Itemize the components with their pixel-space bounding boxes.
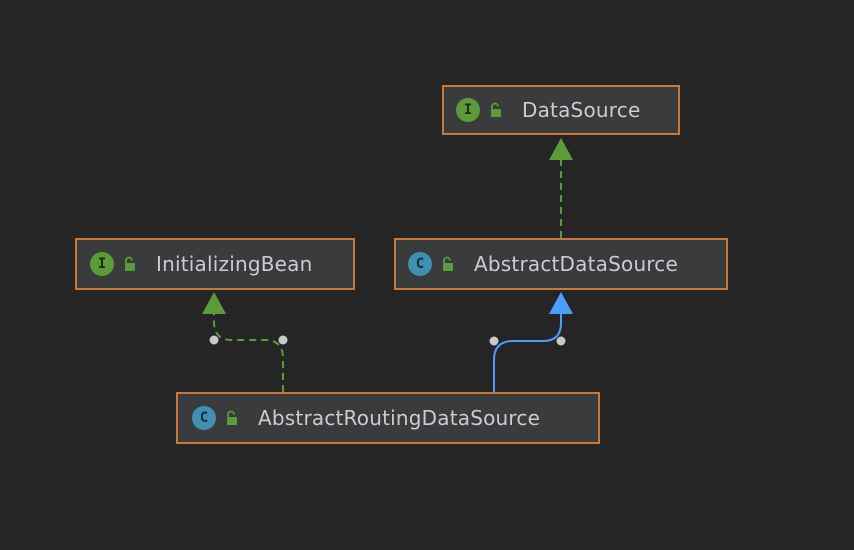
unlocked-padlock-icon [443,256,453,271]
node-initializingbean[interactable]: I InitializingBean [75,238,355,290]
edge-bend-point[interactable] [278,335,288,345]
edge-arrowhead-abstractdatasource [549,292,573,314]
edge-bend-point[interactable] [556,336,566,346]
edge-bend-point[interactable] [489,336,499,346]
node-abstractdatasource[interactable]: C AbstractDataSource [394,238,728,290]
edge-arrowhead-datasource [549,138,573,160]
edge-routing-to-abstractdatasource [493,314,562,392]
interface-badge-icon: I [456,98,480,122]
unlocked-padlock-icon [491,102,501,117]
node-initializingbean-label: InitializingBean [156,252,313,276]
node-datasource[interactable]: I DataSource [442,85,680,135]
class-badge-icon: C [192,406,216,430]
unlocked-padlock-icon [227,410,237,425]
interface-badge-icon: I [90,252,114,276]
edge-arrowhead-initializingbean [202,292,226,314]
unlocked-padlock-icon [125,256,135,271]
node-abstractroutingdatasource-label: AbstractRoutingDataSource [258,406,541,430]
edge-bend-point[interactable] [209,335,219,345]
node-datasource-label: DataSource [522,98,641,122]
edge-routing-to-initializingbean [213,314,284,392]
node-abstractdatasource-label: AbstractDataSource [474,252,679,276]
class-badge-icon: C [408,252,432,276]
node-abstractroutingdatasource[interactable]: C AbstractRoutingDataSource [176,392,600,444]
